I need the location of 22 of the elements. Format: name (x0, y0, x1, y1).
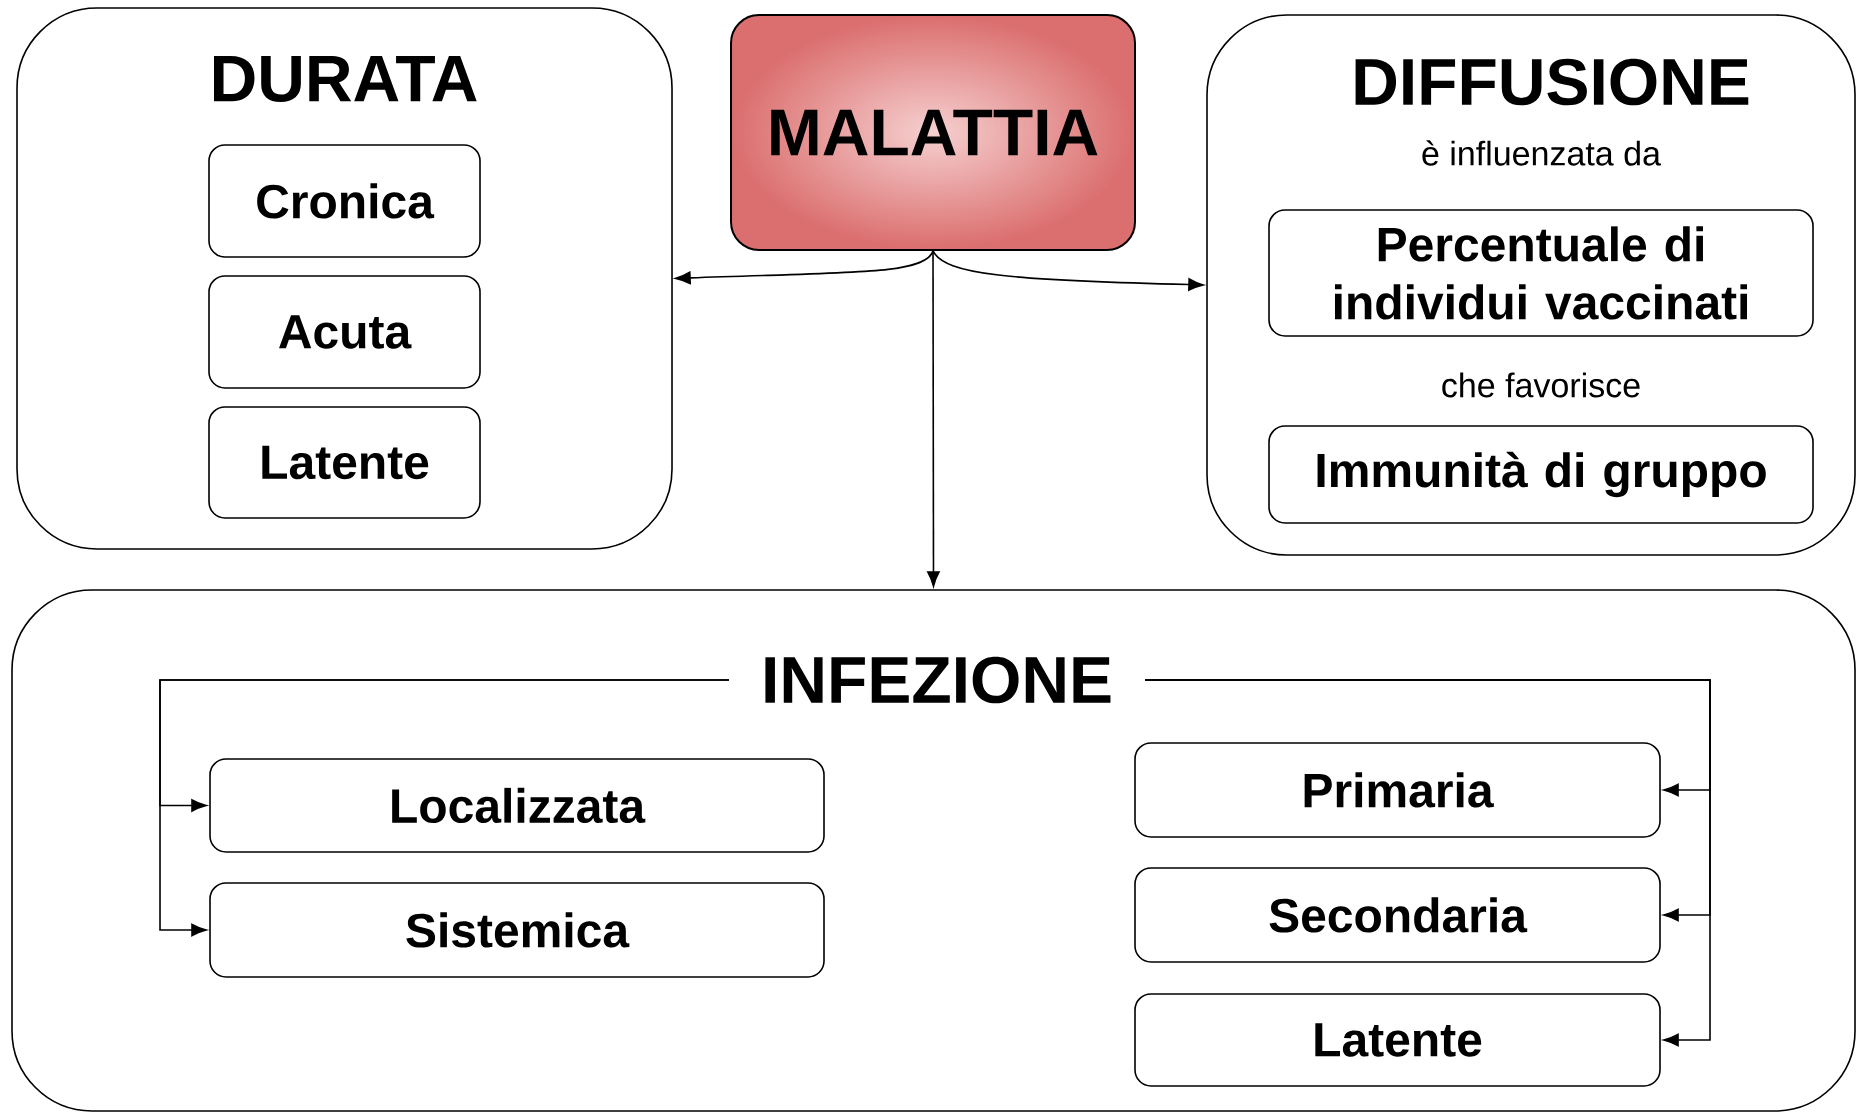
item-box: Latente (208, 406, 481, 519)
panel-heading: DIFFUSIONE (1355, 58, 1749, 106)
item-box: Percentuale di individui vaccinati (1268, 209, 1814, 337)
item-box: Acuta (208, 275, 481, 389)
item-box: Immunità di gruppo (1268, 425, 1814, 524)
arrow (927, 250, 940, 587)
item-box: Secondaria (1134, 867, 1661, 963)
connecting-text: che favorisce (1442, 372, 1640, 398)
panel (11, 589, 1856, 1112)
panel-heading: DURATA (214, 55, 477, 102)
arrow (932, 250, 1204, 291)
item-box: Primaria (1134, 742, 1661, 838)
item-box: Sistemica (209, 882, 825, 978)
arrow (1144, 679, 1711, 1047)
item-box: Cronica (208, 144, 481, 258)
title-box: MALATTIA (730, 14, 1136, 251)
section-heading: INFEZIONE (765, 656, 1111, 704)
arrow (675, 250, 934, 285)
item-box: Localizzata (209, 758, 825, 853)
item-box: Latente (1134, 993, 1661, 1087)
connecting-text: è influenzata da (1422, 140, 1661, 166)
arrow (159, 679, 730, 937)
